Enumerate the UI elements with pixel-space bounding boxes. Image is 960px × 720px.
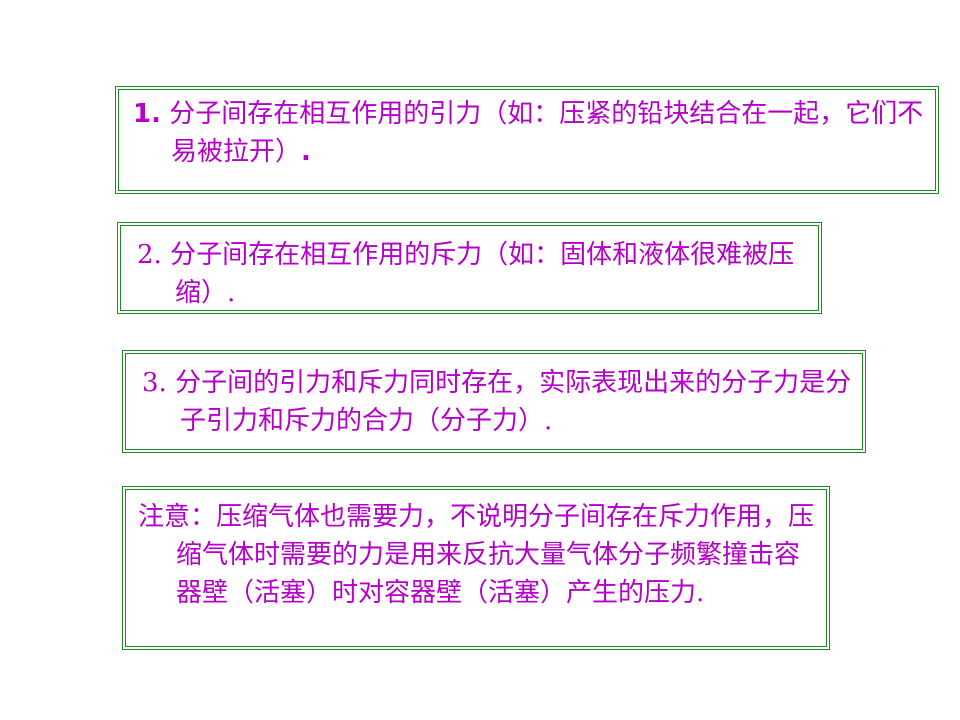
note-text: 注意：压缩气体也需要力，不说明分子间存在斥力作用，压缩气体时需要的力是用来反抗大… (138, 502, 815, 608)
item-body: 分子间存在相互作用的引力（如：压紧的铅块结合在一起，它们不易被拉开） (160, 99, 924, 167)
item-attraction-text: 1. 分子间存在相互作用的引力（如：压紧的铅块结合在一起，它们不易被拉开）. (133, 95, 925, 171)
text-box-note: 注意：压缩气体也需要力，不说明分子间存在斥力作用，压缩气体时需要的力是用来反抗大… (122, 486, 830, 650)
item-coexistence-text: 3. 分子间的引力和斥力同时存在，实际表现出来的分子力是分子引力和斥力的合力（分… (142, 368, 852, 436)
text-box-repulsion: 2. 分子间存在相互作用的斥力（如：固体和液体很难被压缩）. (117, 222, 822, 314)
item-number: 1. (133, 99, 161, 129)
item-repulsion-text: 2. 分子间存在相互作用的斥力（如：固体和液体很难被压缩）. (137, 240, 795, 308)
item-end-mark: . (301, 137, 311, 167)
text-box-coexistence: 3. 分子间的引力和斥力同时存在，实际表现出来的分子力是分子引力和斥力的合力（分… (122, 350, 866, 453)
text-box-attraction: 1. 分子间存在相互作用的引力（如：压紧的铅块结合在一起，它们不易被拉开）. (115, 86, 939, 194)
